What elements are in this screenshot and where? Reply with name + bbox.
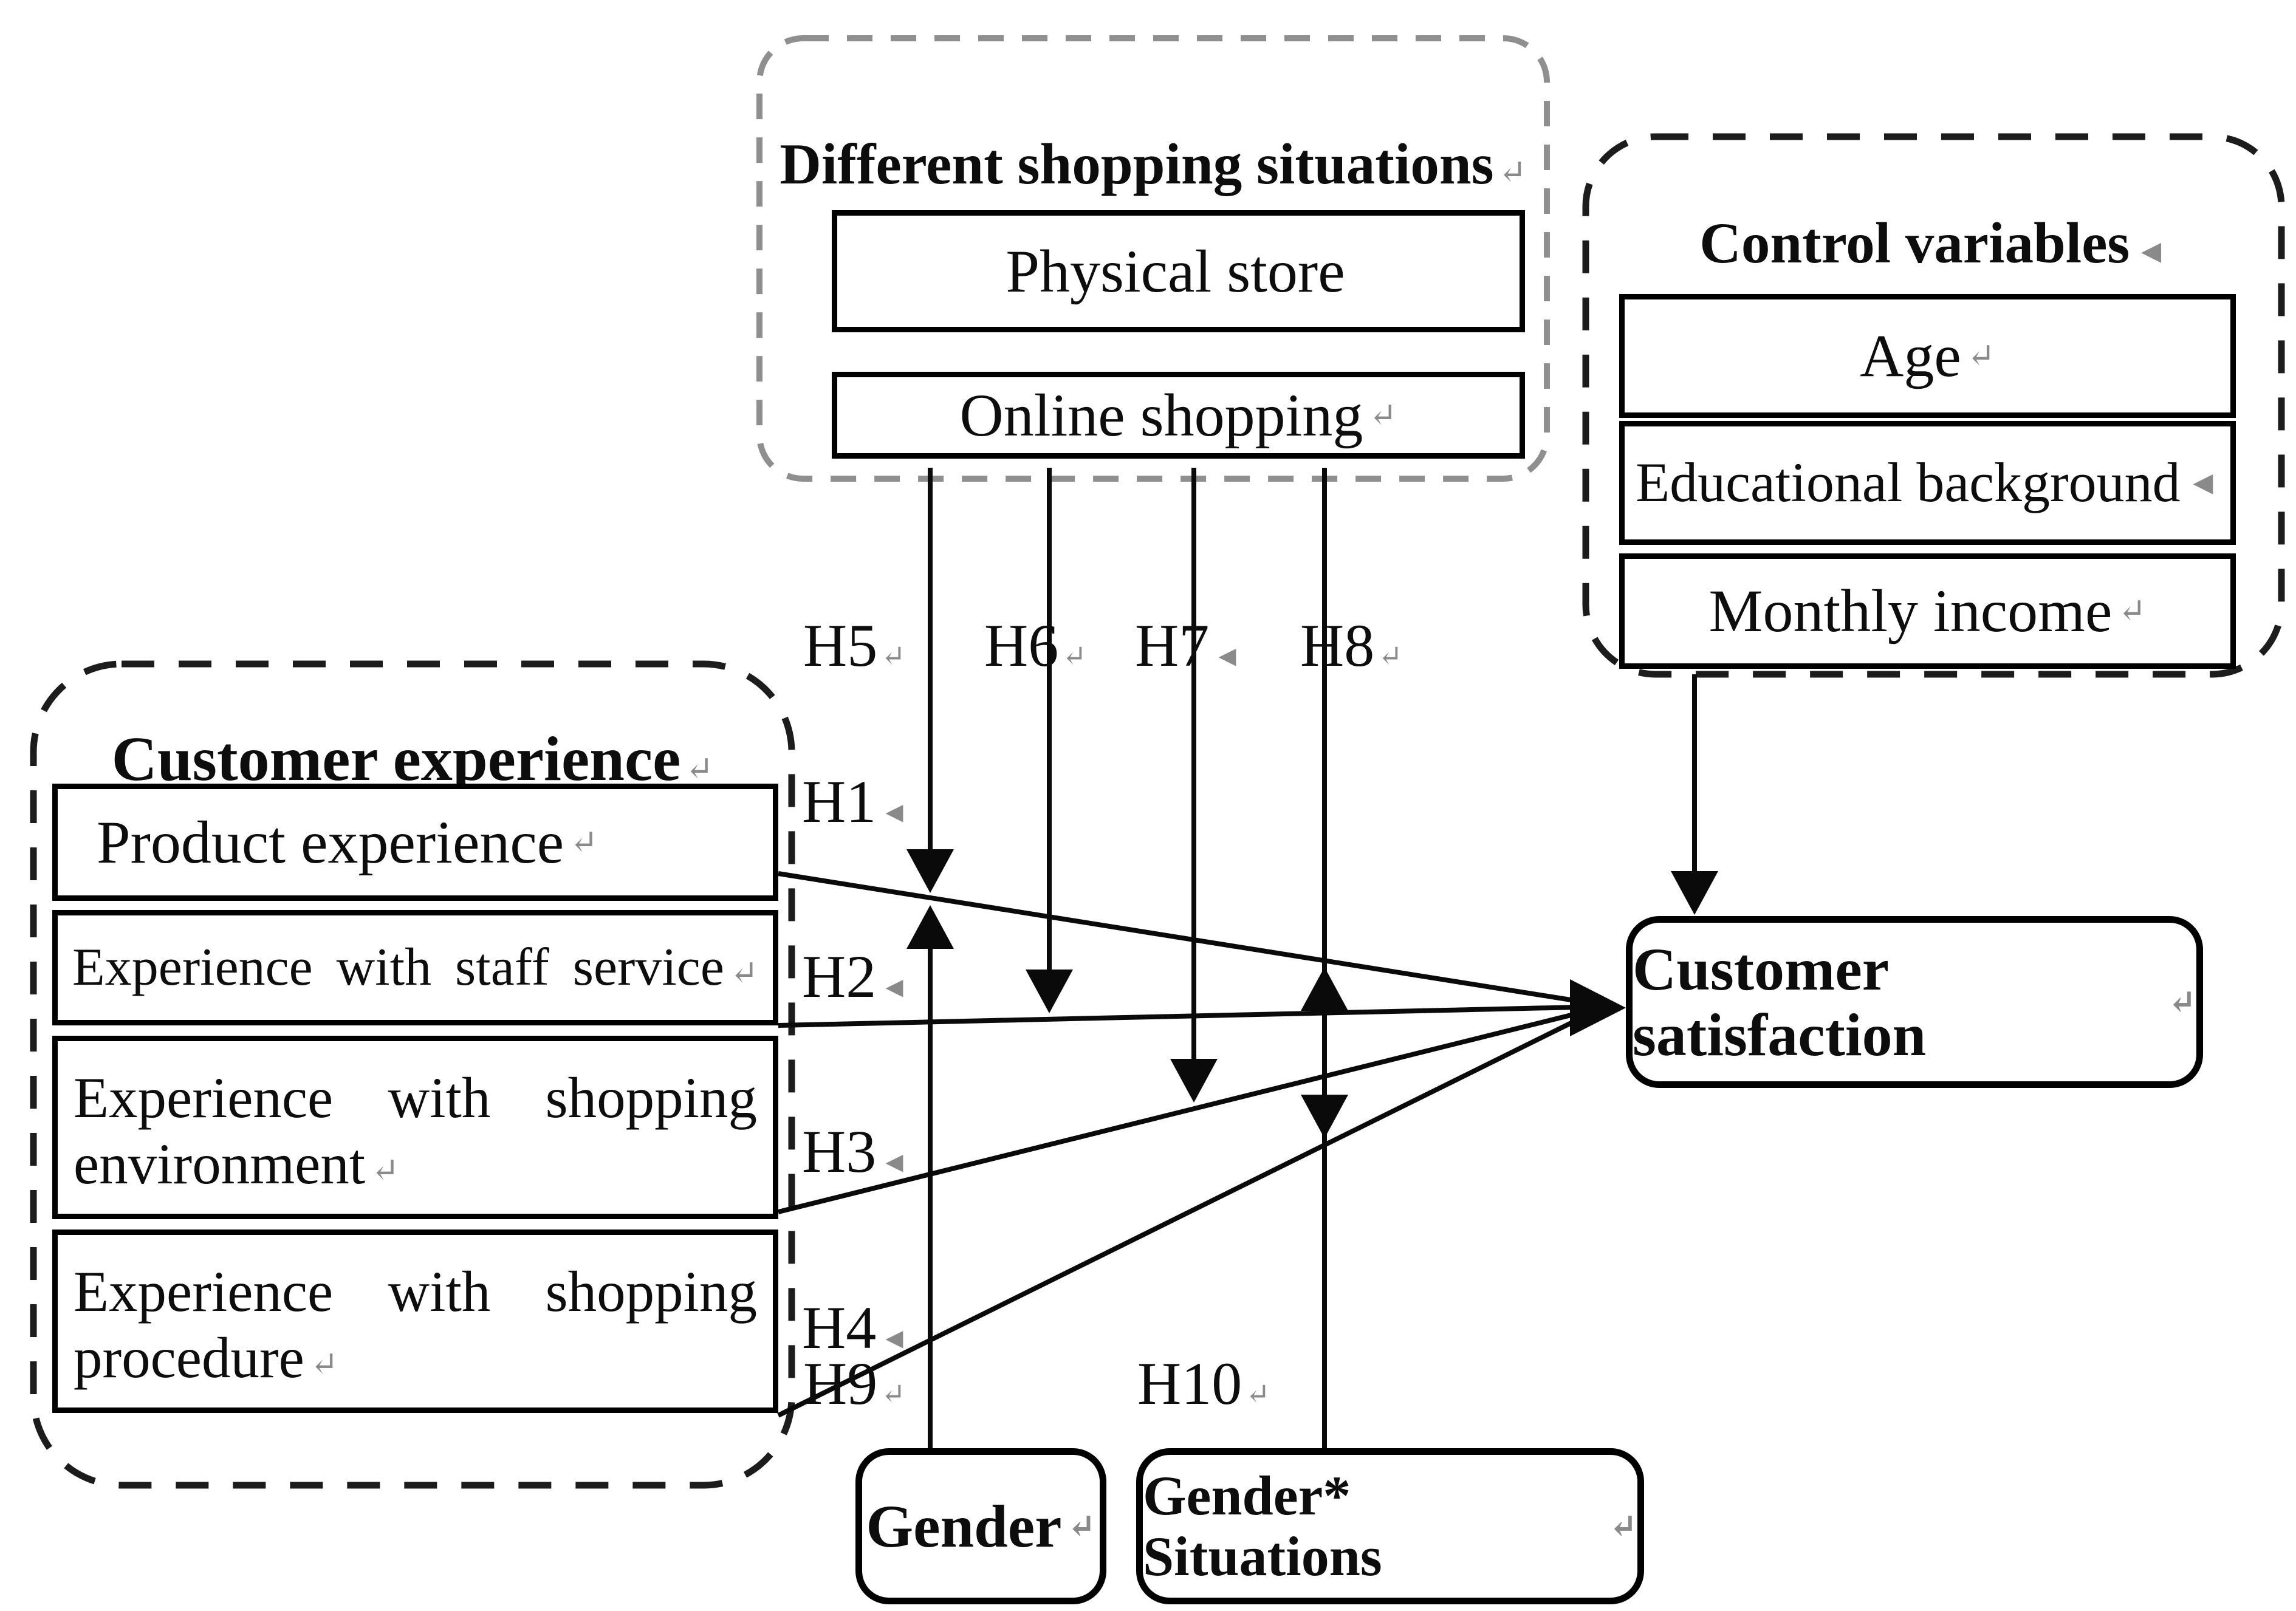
control-variables-container-border [1582, 133, 2285, 678]
product-experience-label: Product experience [97, 808, 564, 876]
arrowheads [906, 849, 1718, 1138]
anchor-mark-icon: ◄ [880, 796, 909, 829]
return-mark-icon: ↵ [310, 1345, 338, 1383]
gender-box: Gender↵ [855, 1448, 1106, 1604]
anchor-mark-icon: ◄ [880, 1146, 909, 1178]
control-variables-title: Control variables◄ [1586, 210, 2281, 276]
hypothesis-label-h3: H3◄ [802, 1117, 909, 1186]
return-mark-icon: ◄ [2134, 233, 2168, 270]
online-shopping-box: Online shopping↵ [832, 372, 1525, 459]
educational-background-label: Educational background [1635, 451, 2181, 514]
anchor-mark-icon: ◄ [880, 1322, 909, 1355]
hypothesis-label-h4: H4◄ [802, 1293, 909, 1363]
h5-text: H5 [803, 612, 878, 679]
control-variables-title-text: Control variables [1699, 211, 2130, 275]
hypothesis-label-h9: H9↵ [803, 1349, 905, 1418]
shopping-situations-container-border [756, 35, 1550, 482]
h2-text: H2 [802, 943, 877, 1010]
h8-arrowhead-down [1301, 1095, 1348, 1138]
shopping-situations-title: Different shopping situations↵ [759, 131, 1547, 197]
return-mark-icon: ↵ [1067, 1507, 1096, 1545]
h10-arrowhead-up [1301, 967, 1348, 1011]
hypothesis-label-h2: H2◄ [802, 942, 909, 1011]
hypothesis-label-h7: H7◄ [1135, 611, 1242, 680]
h8-text: H8 [1300, 612, 1375, 679]
h6-text: H6 [984, 612, 1059, 679]
return-mark-icon: ↵ [2168, 983, 2196, 1021]
return-mark-icon: ↵ [570, 823, 598, 861]
h3-text: H3 [802, 1118, 877, 1185]
hypothesis-label-h6: H6↵ [984, 611, 1086, 680]
return-mark-icon: ↵ [881, 1378, 906, 1411]
educational-background-box: Educational background◄ [1619, 421, 2236, 545]
return-mark-icon: ↵ [730, 954, 758, 991]
return-mark-icon: ◄ [2186, 464, 2220, 502]
monthly-income-label: Monthly income [1708, 577, 2113, 645]
procedure-label: procedure [74, 1325, 304, 1390]
monthly-income-box: Monthly income↵ [1619, 553, 2236, 669]
h7-arrowhead-down [1170, 1059, 1218, 1103]
age-box: Age↵ [1619, 294, 2236, 418]
gender-situations-box: Gender* Situations ↵ [1136, 1448, 1644, 1604]
physical-store-label: Physical store [1006, 237, 1345, 305]
physical-store-box: Physical store [832, 210, 1525, 332]
gender-situations-label: Gender* Situations [1143, 1465, 1382, 1587]
anchor-mark-icon: ◄ [880, 971, 909, 1004]
return-mark-icon: ↵ [1369, 396, 1397, 434]
return-mark-icon: ↵ [1062, 640, 1087, 672]
return-mark-icon: ↵ [881, 640, 906, 672]
product-experience-box: Product experience↵ [52, 784, 778, 901]
environment-label: environment [74, 1132, 366, 1197]
h7-text: H7 [1135, 612, 1210, 679]
hypothesis-label-h1: H1◄ [802, 767, 909, 836]
h4-path-line [777, 1017, 1580, 1418]
staff-service-experience-box: Experience with staff service↵ [52, 910, 778, 1025]
return-mark-icon: ↵ [371, 1151, 400, 1189]
return-mark-icon: ↵ [1609, 1507, 1637, 1545]
shopping-situations-title-text: Different shopping situations [780, 132, 1494, 196]
return-mark-icon: ↵ [1498, 154, 1527, 191]
return-mark-icon: ↵ [2118, 592, 2147, 630]
h1-path-line [778, 871, 1579, 1004]
h3-path-line [778, 1011, 1579, 1214]
staff-service-label: Experience with staff service [72, 938, 724, 997]
h2-path-line [778, 1005, 1579, 1028]
anchor-mark-icon: ◄ [1213, 640, 1242, 672]
shopping-environment-experience-box: Experience with shopping environment↵ [52, 1036, 778, 1219]
h10-text: H10 [1137, 1350, 1242, 1417]
return-mark-icon: ↵ [1967, 337, 1995, 375]
age-label: Age [1860, 322, 1961, 389]
h1-text: H1 [802, 768, 877, 835]
h6-arrowhead-down [1026, 970, 1073, 1013]
return-mark-icon: ↵ [685, 750, 714, 787]
shopping-procedure-experience-box: Experience with shopping procedure↵ [52, 1230, 778, 1413]
hypothesis-label-h10: H10↵ [1137, 1349, 1270, 1418]
h9-text: H9 [803, 1350, 878, 1417]
environment-line2: environment↵ [74, 1133, 757, 1195]
return-mark-icon: ↵ [1378, 640, 1403, 672]
gender-label: Gender [866, 1492, 1062, 1560]
h4-text: H4 [802, 1294, 877, 1361]
customer-satisfaction-label: Customer satisfaction [1633, 935, 1927, 1069]
online-shopping-label: Online shopping [959, 381, 1363, 449]
procedure-line1: Experience with shopping [74, 1259, 757, 1324]
customer-experience-title: Customer experience↵ [33, 723, 792, 795]
customer-experience-title-text: Customer experience [111, 724, 681, 794]
customer-experience-container-border [30, 660, 795, 1489]
control-arrowhead-down [1671, 871, 1718, 915]
customer-satisfaction-box: Customer satisfaction ↵ [1626, 916, 2203, 1088]
satisfaction-convergence-arrowhead [1570, 979, 1626, 1036]
hypothesis-label-h5: H5↵ [803, 611, 905, 680]
staff-service-line: Experience with staff service↵ [72, 939, 758, 996]
h5-arrowhead-down [906, 849, 954, 893]
hypothesis-label-h8: H8↵ [1300, 611, 1402, 680]
procedure-line2: procedure↵ [74, 1327, 757, 1389]
return-mark-icon: ↵ [1246, 1378, 1270, 1411]
h9-arrowhead-up [906, 905, 954, 949]
environment-line1: Experience with shopping [74, 1065, 757, 1130]
